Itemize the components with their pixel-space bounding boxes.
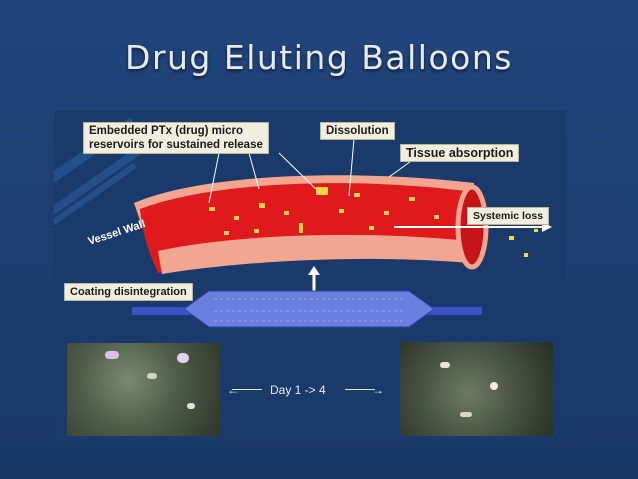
right-arrowhead-icon: → xyxy=(372,383,384,397)
particle xyxy=(460,412,472,417)
particle xyxy=(440,362,450,368)
balloon xyxy=(183,290,435,328)
particle xyxy=(105,351,119,359)
drug-reservoirs xyxy=(209,187,538,257)
tissue-absorption-callout: Tissue absorption xyxy=(400,144,520,162)
embedded-ptx-callout: Embedded PTx (drug) micro reservoirs for… xyxy=(83,122,269,154)
pointer-lines xyxy=(208,138,415,204)
vessel-lower-wall xyxy=(158,234,470,274)
left-arrow-line xyxy=(232,389,262,390)
dissolution-callout: Dissolution xyxy=(320,122,395,140)
right-arrow-line xyxy=(345,389,375,390)
up-arrowhead xyxy=(308,266,320,275)
coating-disintegration-callout: Coating disintegration xyxy=(64,283,193,301)
particle xyxy=(147,373,157,379)
systemic-loss-callout: Systemic loss xyxy=(467,207,550,225)
vessel-illustration xyxy=(132,138,552,328)
day-range-label: Day 1 -> 4 xyxy=(270,383,326,397)
particle xyxy=(187,403,195,409)
slide-title: Drug Eluting Balloons xyxy=(125,38,513,77)
micrograph-day-1 xyxy=(67,343,220,436)
left-arrowhead-icon: ← xyxy=(227,383,239,397)
particle xyxy=(177,353,189,363)
micrograph-day-4 xyxy=(400,342,553,436)
balloon-texture xyxy=(214,298,404,322)
particle xyxy=(490,382,498,390)
